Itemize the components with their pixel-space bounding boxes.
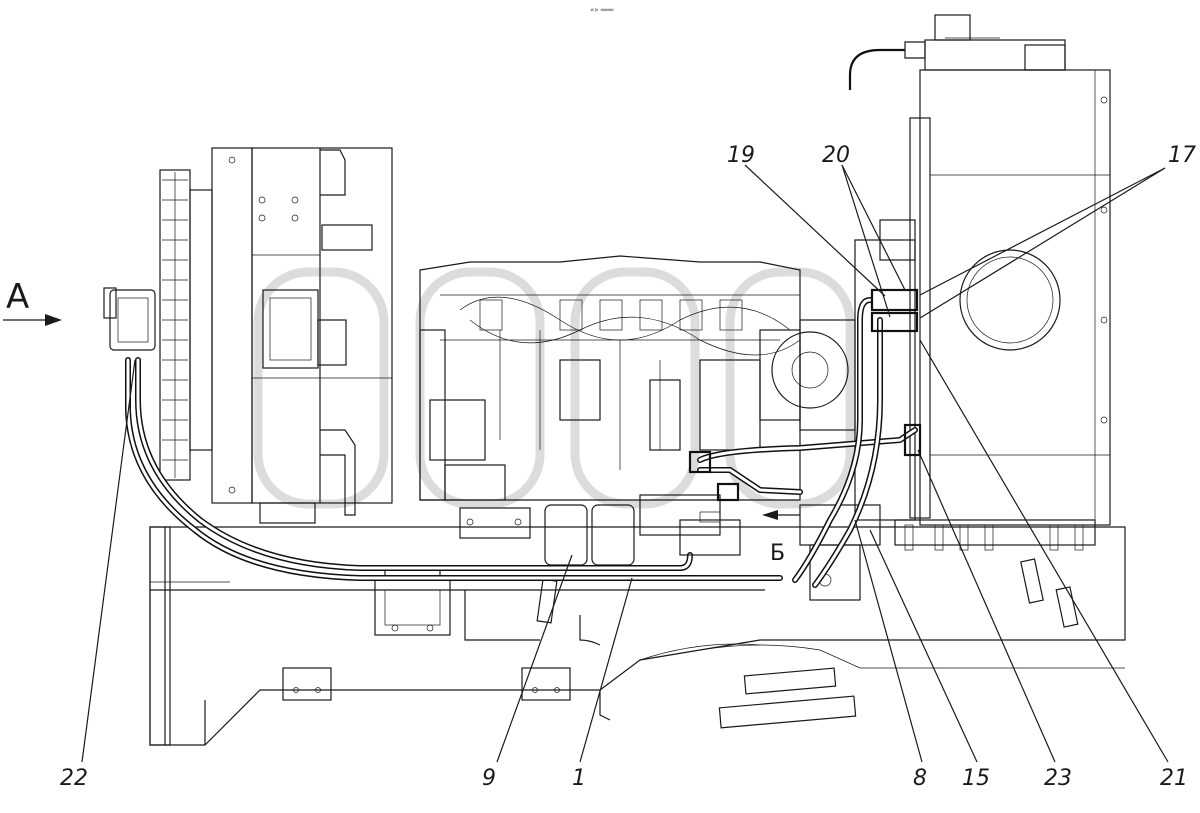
top-mark: «» ═══ xyxy=(590,6,614,14)
view-letter: А xyxy=(6,277,29,317)
callout-1: 1 xyxy=(572,766,586,791)
view-arrow-a: А xyxy=(3,277,62,326)
callout-21: 21 xyxy=(1160,766,1188,791)
callout-8: 8 xyxy=(913,766,927,791)
callout-17: 17 xyxy=(1168,143,1196,168)
callout-19: 19 xyxy=(727,143,755,168)
callout-15: 15 xyxy=(962,766,990,791)
leader-lines xyxy=(81,164,1169,763)
watermark xyxy=(253,267,855,509)
callout-22: 22 xyxy=(60,766,88,791)
callout-9: 9 xyxy=(482,766,496,791)
callout-labels: 22 9 1 8 15 23 21 19 20 17 xyxy=(60,143,1196,791)
section-arrow-b: Б xyxy=(762,510,800,566)
callout-23: 23 xyxy=(1044,766,1072,791)
callout-20: 20 xyxy=(822,143,850,168)
hydraulic-hoses xyxy=(103,287,922,588)
section-letter: Б xyxy=(770,541,785,566)
chassis-frame xyxy=(149,526,1126,746)
radiator-assembly xyxy=(159,147,393,524)
hydraulic-tank xyxy=(848,14,1111,526)
